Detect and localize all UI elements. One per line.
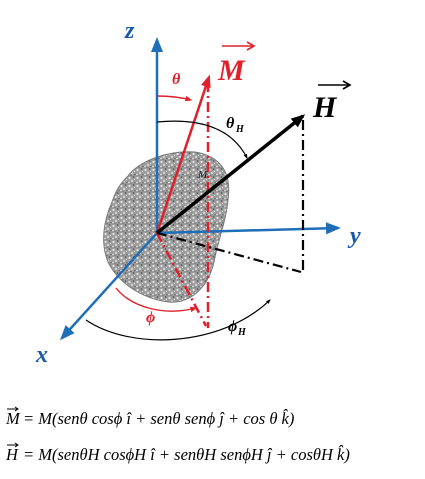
M-equation-rhs: = M(senθ cosϕ î + senθ senϕ ĵ + cos θ k̂…: [23, 409, 294, 428]
z-axis-label: z: [124, 18, 135, 44]
phi-H-label: ϕ H: [228, 318, 247, 338]
M-vector-label: M: [217, 41, 256, 87]
H-vector: [155, 114, 306, 235]
H-vector-label: H: [312, 80, 352, 124]
H-vector-name: H: [312, 91, 338, 124]
H-xy-projection: [156, 231, 302, 274]
svg-text:θ: θ: [226, 115, 235, 132]
y-axis-label: y: [347, 223, 361, 249]
x-axis-label: x: [35, 342, 48, 368]
phi-arc: [115, 287, 198, 313]
theta-H-arc: [156, 120, 248, 159]
x-axis: [59, 232, 158, 341]
M-xy-projection: [155, 232, 208, 327]
phi-label: ϕ: [146, 309, 155, 326]
y-axis: [156, 222, 341, 235]
M-equation-lhs: M: [5, 409, 21, 428]
svg-text:ϕ: ϕ: [228, 318, 237, 335]
theta-H-label: θ H: [226, 115, 245, 135]
M-projection-label: M: [197, 169, 208, 181]
M-vector: [155, 74, 211, 234]
H-equation-lhs: H: [5, 445, 19, 464]
M-equation: M = M(senθ cosϕ î + senθ senϕ ĵ + cos θ …: [5, 406, 294, 428]
theta-arc: [156, 95, 193, 102]
svg-text:H: H: [235, 124, 245, 135]
svg-text:H: H: [237, 327, 247, 338]
H-equation: H = M(senθH cosϕH î + senθH senϕH ĵ + co…: [5, 442, 350, 464]
M-vector-name: M: [217, 54, 246, 87]
phi-H-arc: [85, 299, 271, 341]
theta-label: θ: [172, 71, 181, 88]
H-equation-rhs: = M(senθH cosϕH î + senθH senϕH ĵ + cosθ…: [23, 445, 350, 464]
